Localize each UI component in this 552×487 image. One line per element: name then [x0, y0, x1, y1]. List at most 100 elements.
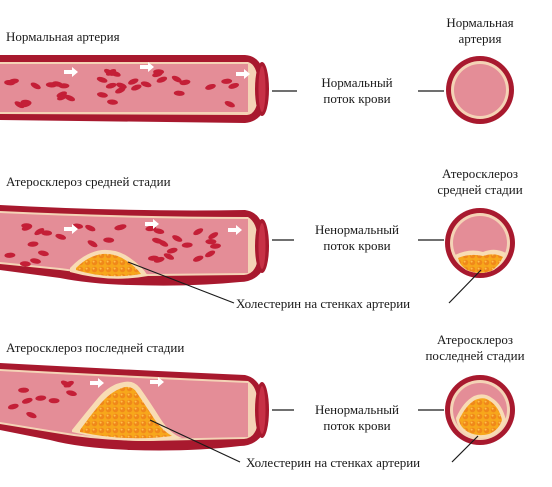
cross-label-line: Атеросклероз [437, 332, 513, 347]
late-stage-vessel [0, 363, 269, 451]
blood-cell-icon [18, 387, 30, 393]
blood-cell-icon [107, 99, 118, 105]
flow-label-line: Нормальный [321, 75, 393, 90]
flow-arrow-icon [228, 225, 242, 235]
blood-cells [7, 377, 164, 419]
cholesterol-icon [80, 386, 172, 439]
blood-cells [4, 219, 242, 267]
blood-cell-icon [228, 82, 240, 89]
blood-cell-icon [128, 78, 139, 85]
cross-label-line: Атеросклероз [442, 166, 518, 181]
blood-cell-icon [152, 237, 163, 244]
row-title: Атеросклероз средней стадии [6, 174, 171, 189]
cross-label-line: средней стадии [437, 182, 523, 197]
blood-cell-icon [221, 78, 233, 84]
blood-cell-icon [55, 233, 67, 240]
blood-cell-icon [116, 82, 127, 89]
blood-cell-icon [51, 81, 63, 87]
blood-cell-icon [34, 228, 45, 236]
blood-cell-icon [4, 252, 16, 258]
blood-cell-icon [57, 94, 68, 101]
blood-cell-icon [148, 255, 159, 261]
flow-label: Нормальный поток крови [298, 75, 416, 107]
row-title: Нормальная артерия [6, 29, 120, 44]
blood-cell-icon [153, 228, 165, 234]
blood-cell-icon [163, 253, 175, 260]
blood-cell-icon [64, 94, 76, 102]
blood-cell-icon [140, 81, 152, 88]
blood-cell-icon [41, 230, 53, 236]
plaque-label: Холестерин на стенках артерии [246, 455, 421, 470]
cholesterol-icon [459, 398, 502, 436]
blood-cell-icon [166, 247, 178, 254]
blood-cell-icon [26, 411, 37, 419]
blood-cell-icon [114, 224, 126, 231]
blood-cell-icon [85, 224, 96, 232]
blood-cell-icon [4, 80, 16, 86]
blood-cell-icon [192, 255, 204, 262]
blood-cell-icon [208, 232, 219, 240]
cross-label-line: Нормальная [446, 15, 514, 30]
cholesterol-icon [76, 253, 141, 277]
blood-cell-icon [48, 398, 60, 404]
blood-cell-icon [156, 76, 168, 83]
flow-arrow-icon [150, 377, 164, 387]
cross-section-label: Атеросклероз средней стадии [412, 166, 548, 198]
flow-arrow-icon [140, 62, 154, 72]
flow-arrow-icon [90, 378, 104, 388]
blood-cell-icon [63, 380, 74, 388]
flow-label: Ненормальный поток крови [296, 402, 418, 434]
blood-cell-icon [193, 228, 204, 236]
flow-label-line: поток крови [323, 91, 391, 106]
blood-cell-icon [19, 261, 31, 267]
flow-label-line: поток крови [323, 238, 391, 253]
flow-arrow-icon [236, 69, 250, 79]
blood-cell-icon [30, 82, 41, 90]
cross-label-line: последней стадии [425, 348, 525, 363]
blood-cell-icon [96, 76, 108, 83]
blood-cell-icon [7, 403, 19, 410]
blood-cell-icon [21, 397, 33, 404]
flow-label: Ненормальный поток крови [296, 222, 418, 254]
cross-section-late [445, 375, 515, 445]
blood-cell-icon [224, 101, 235, 108]
blood-cell-icon [30, 258, 41, 264]
blood-cell-icon [20, 101, 32, 108]
blood-cell-icon [173, 90, 185, 96]
flow-arrow-icon [64, 67, 78, 77]
cross-section-label: Нормальная артерия [420, 15, 540, 47]
flow-label-line: поток крови [323, 418, 391, 433]
blood-cell-icon [37, 250, 49, 257]
flow-arrow-icon [145, 219, 159, 229]
middle-stage-vessel [0, 205, 269, 286]
blood-cell-icon [66, 390, 77, 397]
blood-cell-icon [152, 71, 163, 78]
blood-cell-icon [110, 70, 121, 77]
blood-cell-icon [172, 235, 183, 242]
normal-artery-vessel [0, 55, 269, 123]
blood-cell-icon [96, 92, 108, 98]
cross-section-normal [446, 56, 514, 124]
blood-cell-icon [181, 242, 193, 248]
blood-cell-icon [171, 75, 182, 83]
blood-cell-icon [35, 395, 47, 401]
blood-cell-icon [87, 240, 98, 248]
plaque-label: Холестерин на стенках артерии [236, 296, 411, 311]
blood-cell-icon [179, 79, 191, 86]
blood-cell-icon [105, 82, 117, 89]
flow-label-line: Ненормальный [314, 222, 399, 237]
blood-cell-icon [210, 243, 221, 249]
row-title: Атеросклероз последней стадии [6, 340, 185, 355]
blood-cell-icon [103, 237, 115, 243]
cross-label-line: артерия [458, 31, 502, 46]
cross-section-label: Атеросклероз последней стадии [404, 332, 546, 364]
cholesterol-icon [458, 254, 503, 273]
flow-label-line: Ненормальный [314, 402, 399, 417]
blood-cell-icon [205, 83, 216, 90]
blood-cells [4, 62, 250, 109]
blood-cell-icon [27, 241, 39, 247]
blood-cell-icon [205, 250, 216, 258]
cross-section-middle [445, 208, 515, 278]
leader-lines [127, 90, 482, 463]
